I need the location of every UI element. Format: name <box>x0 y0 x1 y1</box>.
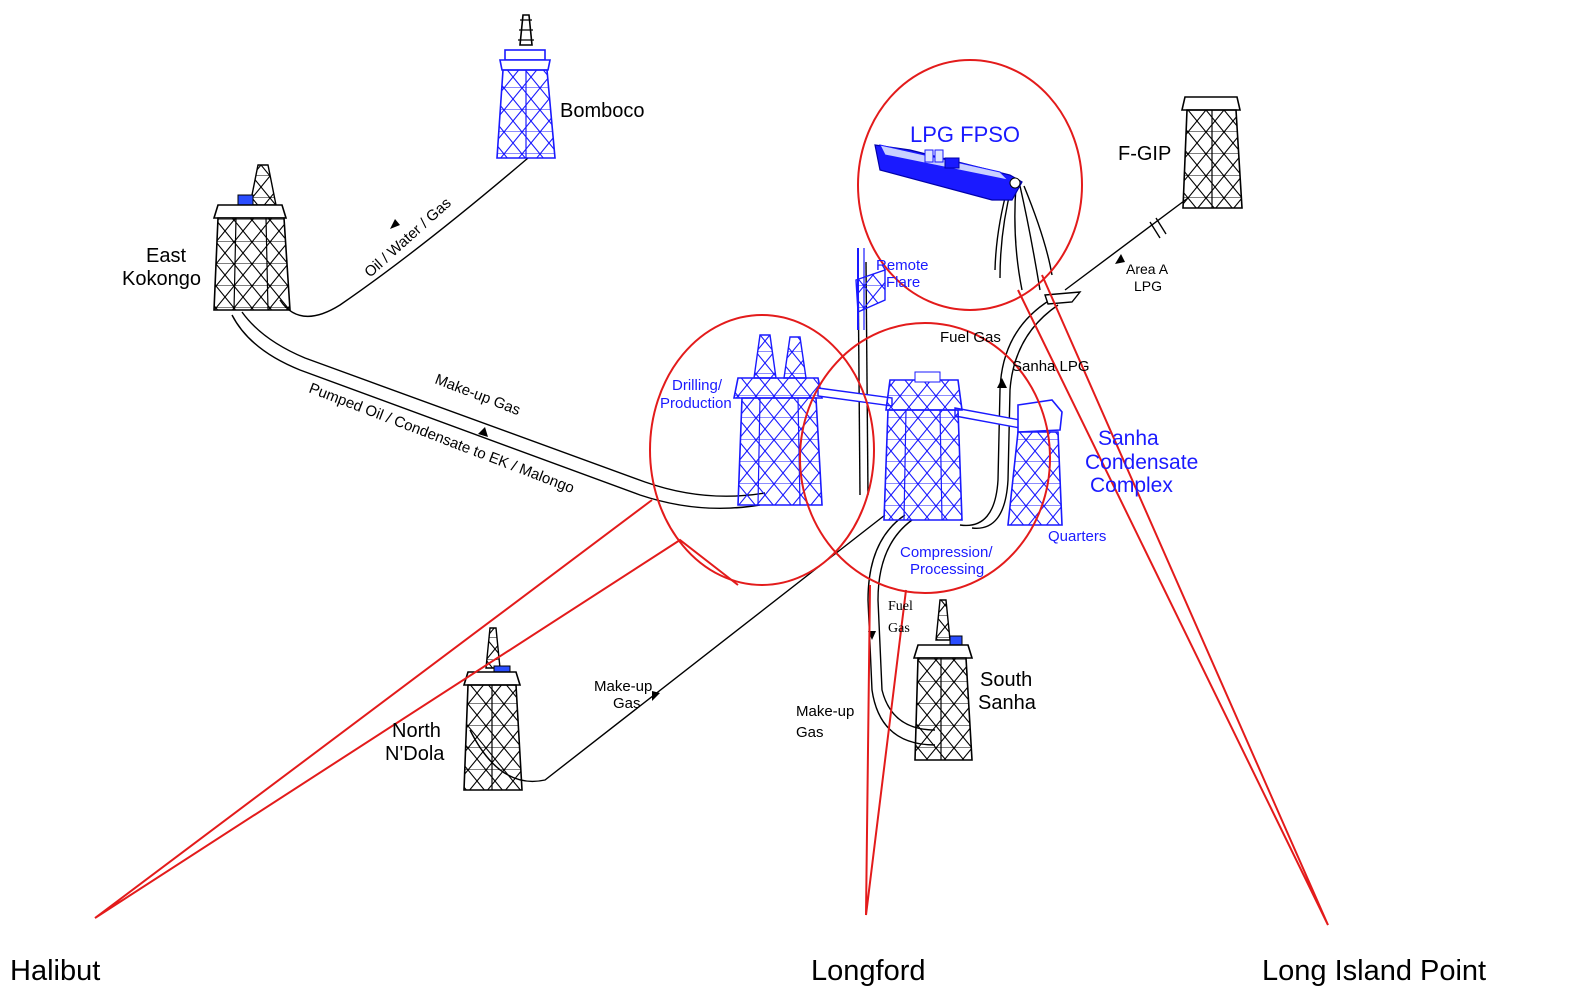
remote-flare <box>855 248 886 330</box>
fuel-gas-mid-label-2: Gas <box>888 621 910 636</box>
quarters-platform <box>1007 399 1063 526</box>
area-a-label-1: Area A <box>1126 261 1169 277</box>
lip-leader <box>1017 274 1329 926</box>
compression-label-1: Compression/ <box>900 544 993 561</box>
facility-labels: Bomboco East Kokongo LPG FPSO F-GIP Remo… <box>122 100 1198 765</box>
arrow-pumped <box>478 427 488 437</box>
fpso-ellipse <box>857 59 1083 311</box>
f-gip-platform <box>1180 96 1243 209</box>
halibut-leader <box>94 499 739 919</box>
makeup-gas-left-label-2: Gas <box>613 695 641 712</box>
fuel-gas-top-label: Fuel Gas <box>940 329 1001 346</box>
sanha-label-2: Condensate <box>1085 451 1198 474</box>
sanha-label-1: Sanha <box>1098 427 1159 450</box>
halibut-label: Halibut <box>10 955 100 987</box>
arrow-bomboco <box>390 219 400 229</box>
arrow-area-a <box>1115 254 1125 264</box>
callout-labels: Halibut Longford Long Island Point <box>10 955 1486 987</box>
longford-leader <box>865 584 907 916</box>
bomboco-platform <box>496 14 556 159</box>
lpg-fpso-label: LPG FPSO <box>910 122 1020 147</box>
north-ndola-label-1: North <box>392 720 441 742</box>
drilling-label-2: Production <box>660 395 732 412</box>
pipe-bomboco-ek <box>279 157 529 318</box>
bomboco-label: Bomboco <box>560 100 645 122</box>
pipe-ek-drilling-a <box>231 314 761 510</box>
makeup-gas-mid-label-1: Make-up <box>796 703 854 720</box>
f-gip-label: F-GIP <box>1118 143 1171 165</box>
compression-processing-platform <box>883 371 963 521</box>
compression-label-2: Processing <box>910 561 984 578</box>
arrow-sanha-lpg <box>997 378 1007 388</box>
pipe-area-a <box>1064 197 1189 291</box>
north-ndola-platform <box>462 627 523 791</box>
sanha-lpg-label: Sanha LPG <box>1012 358 1090 375</box>
east-kokongo-label-1: East <box>146 245 186 267</box>
makeup-gas-top-label: Make-up Gas <box>433 371 523 419</box>
arrow-makeup-left <box>652 691 660 701</box>
east-kokongo-platform <box>212 164 291 311</box>
lpg-fpso-vessel <box>874 144 1023 201</box>
south-sanha-platform <box>912 599 974 761</box>
remote-flare-label-2: Flare <box>886 274 920 291</box>
makeup-gas-left-label-1: Make-up <box>594 678 652 695</box>
drilling-ellipse <box>649 314 875 586</box>
pipe-south-sanha-b <box>877 519 936 731</box>
east-kokongo-label-2: Kokongo <box>122 268 201 290</box>
callout-shapes <box>94 59 1329 926</box>
risers <box>994 184 1053 291</box>
pumped-oil-label: Pumped Oil / Condensate to EK / Malongo <box>307 380 577 497</box>
oil-water-gas-label: Oil / Water / Gas <box>361 195 454 281</box>
quarters-label: Quarters <box>1048 528 1106 545</box>
south-sanha-label-2: Sanha <box>978 692 1037 714</box>
south-sanha-label-1: South <box>980 669 1032 691</box>
sanha-label-3: Complex <box>1090 474 1173 497</box>
pipe-ndola <box>469 514 886 783</box>
remote-flare-label-1: Remote <box>876 257 929 274</box>
drilling-label-1: Drilling/ <box>672 377 723 394</box>
fuel-gas-mid-label-1: Fuel <box>888 599 913 614</box>
pipe-sanha-lpg-b <box>971 304 1059 529</box>
makeup-gas-mid-label-2: Gas <box>796 724 824 741</box>
compression-ellipse <box>799 322 1051 594</box>
drilling-production-platform <box>733 334 1021 506</box>
north-ndola-label-2: N'Dola <box>385 743 445 765</box>
pipe-ek-drilling-b <box>241 311 766 497</box>
longford-label: Longford <box>811 955 926 987</box>
area-a-label-2: LPG <box>1134 278 1162 294</box>
long-island-point-label: Long Island Point <box>1262 955 1486 987</box>
pipe-sanha-lpg-a <box>959 299 1051 527</box>
